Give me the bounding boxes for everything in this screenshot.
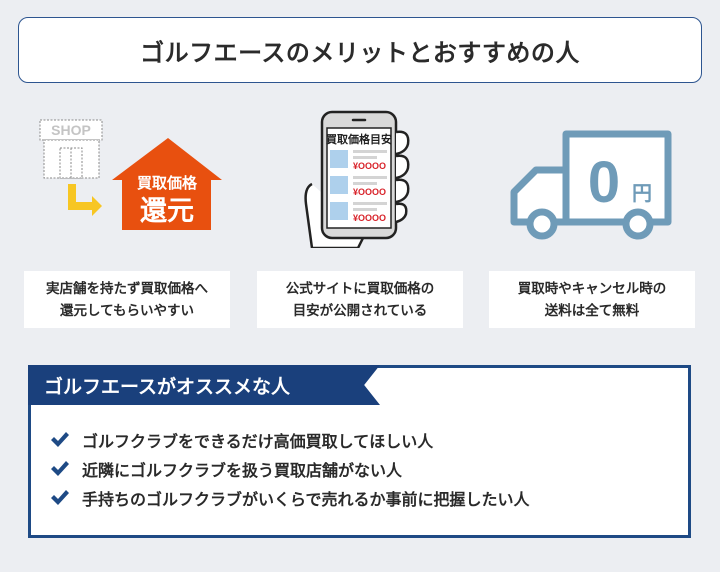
recommend-list: ゴルフクラブをできるだけ高価買取してほしい人 近隣にゴルフクラブを扱う買取店舗が… (50, 425, 530, 512)
svg-text:¥OOOO: ¥OOOO (353, 187, 386, 197)
recommend-heading: ゴルフエースがオススメな人 (28, 365, 380, 405)
merit-text-line1: 実店舗を持たず買取価格へ (46, 280, 208, 297)
svg-text:¥OOOO: ¥OOOO (353, 161, 386, 171)
recommend-item-text: 近隣にゴルフクラブを扱う買取店舗がない人 (82, 460, 403, 480)
recommend-item: 手持ちのゴルフクラブがいくらで売れるか事前に把握したい人 (50, 483, 530, 512)
merit-text-line2: 目安が公開されている (292, 302, 428, 319)
checkmark-icon (51, 489, 69, 505)
svg-text:0: 0 (588, 150, 620, 215)
checkmark-icon (51, 431, 69, 447)
recommend-item: 近隣にゴルフクラブを扱う買取店舗がない人 (50, 454, 530, 483)
svg-text:円: 円 (632, 181, 652, 205)
shop-icon: SHOP 買取価格 還元 (39, 119, 222, 230)
merit-text-line2: 還元してもらいやすい (60, 302, 194, 319)
merit-card-free-shipping: 買取時やキャンセル時の 送料は全て無料 (489, 271, 695, 328)
shop-return-illustration: SHOP 買取価格 還元 (36, 118, 236, 238)
recommend-heading-text: ゴルフエースがオススメな人 (44, 375, 291, 398)
checkmark-icon (51, 460, 69, 476)
page-title: ゴルフエースのメリットとおすすめの人 (140, 38, 580, 67)
recommend-item-text: 手持ちのゴルフクラブがいくらで売れるか事前に把握したい人 (82, 489, 530, 509)
title-banner: ゴルフエースのメリットとおすすめの人 (18, 17, 702, 83)
svg-text:買取価格: 買取価格 (137, 174, 198, 192)
merit-text-line1: 買取時やキャンセル時の (517, 280, 667, 297)
merit-text-line1: 公式サイトに買取価格の (285, 280, 435, 297)
merit-card-price-guide: 公式サイトに買取価格の 目安が公開されている (257, 271, 463, 328)
truck-illustration: 0 円 (504, 128, 676, 240)
svg-text:買取価格目安: 買取価格目安 (326, 132, 392, 146)
svg-text:¥OOOO: ¥OOOO (353, 213, 386, 223)
recommend-item: ゴルフクラブをできるだけ高価買取してほしい人 (50, 425, 530, 454)
svg-text:SHOP: SHOP (51, 122, 91, 138)
phone-illustration: 買取価格目安 ¥OOOO ¥OOOO ¥OOOO (298, 108, 428, 248)
merit-text-line2: 送料は全て無料 (544, 302, 640, 319)
merit-card-price-return: 実店舗を持たず買取価格へ 還元してもらいやすい (24, 271, 230, 328)
svg-text:還元: 還元 (140, 196, 194, 227)
recommend-item-text: ゴルフクラブをできるだけ高価買取してほしい人 (82, 431, 434, 451)
smartphone-icon: 買取価格目安 ¥OOOO ¥OOOO ¥OOOO (304, 110, 410, 248)
delivery-truck-icon: 0 円 (510, 130, 672, 240)
